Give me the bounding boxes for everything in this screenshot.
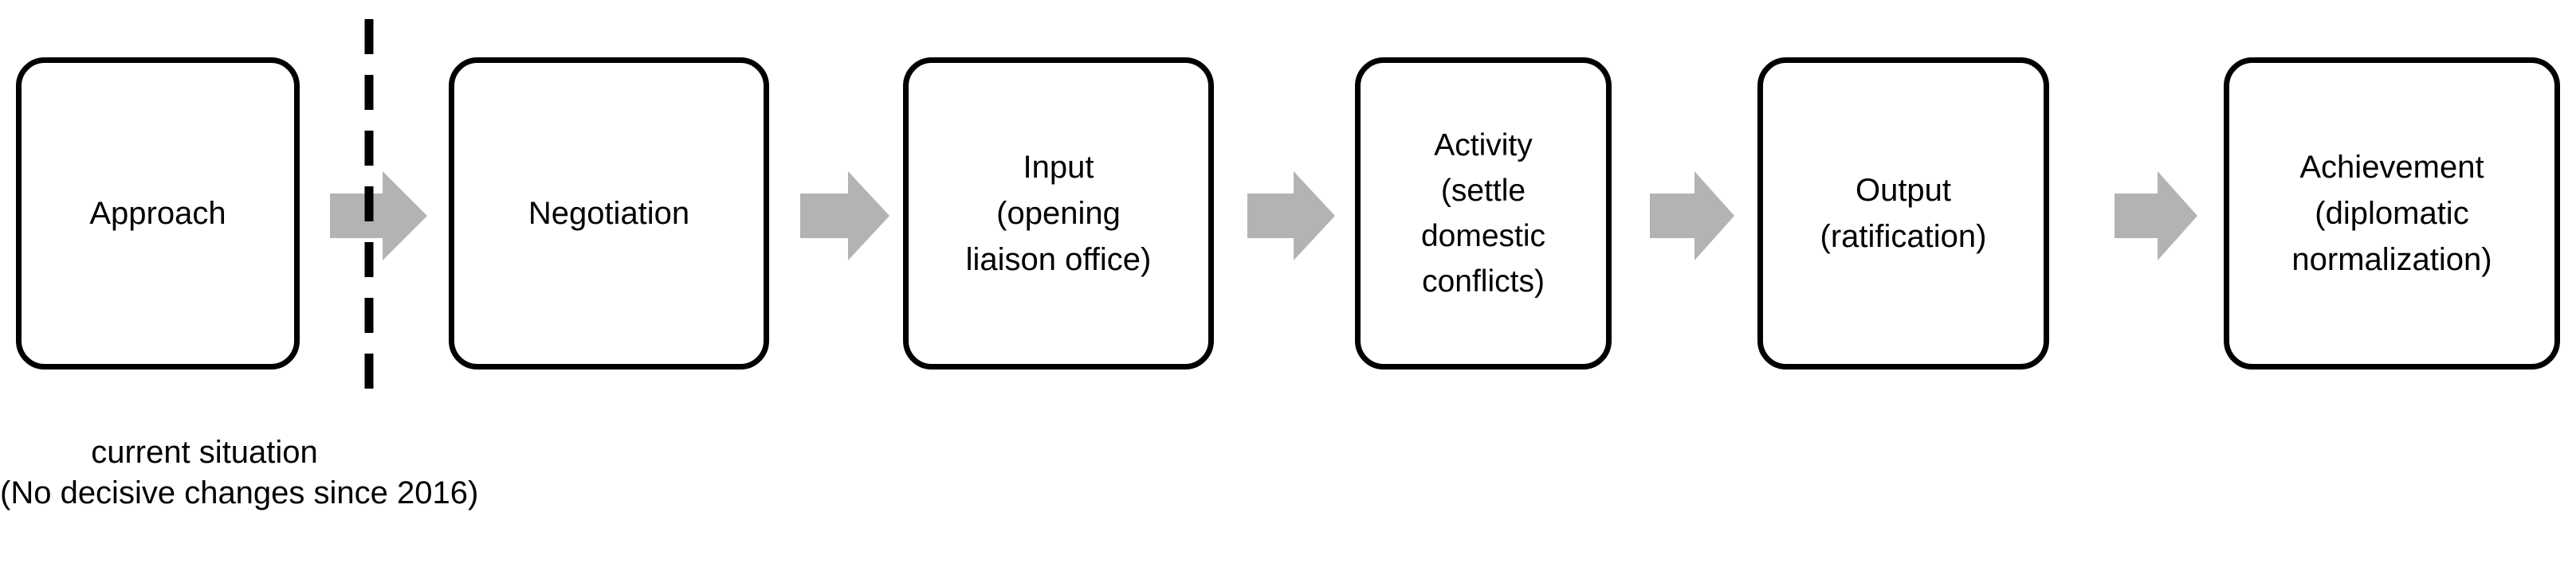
node-label-line: Achievement — [2299, 150, 2484, 185]
node-label-line: (settle — [1440, 174, 1526, 208]
process-node-activity[interactable]: Activity (settle domestic conflicts) — [1355, 57, 1612, 370]
arrow-input-to-activity — [1247, 171, 1335, 260]
arrow-output-to-achievement — [2115, 171, 2197, 260]
arrow-activity-to-output — [1650, 171, 1734, 260]
node-label-line: normalization) — [2291, 242, 2492, 277]
process-node-output[interactable]: Output (ratification) — [1757, 57, 2049, 370]
node-label-line: liaison office) — [965, 242, 1152, 277]
caption-line-1: current situation — [91, 435, 318, 470]
process-node-negotiation[interactable]: Negotiation — [449, 57, 769, 370]
node-label-line: Negotiation — [528, 196, 690, 231]
process-node-approach[interactable]: Approach — [16, 57, 300, 370]
node-label-line: Output — [1855, 173, 1952, 208]
node-label-line: Input — [1023, 150, 1094, 185]
arrow-approach-to-negotiation — [330, 171, 427, 260]
node-label-line: Approach — [89, 196, 226, 231]
arrow-negotiation-to-input — [800, 171, 889, 260]
process-node-input[interactable]: Input (opening liaison office) — [903, 57, 1214, 370]
node-label-line: conflicts) — [1422, 264, 1545, 299]
node-label-line: (diplomatic — [2315, 196, 2469, 231]
node-label-line: (opening — [996, 196, 1121, 231]
current-situation-divider — [363, 16, 375, 411]
node-label-line: domestic — [1420, 219, 1546, 253]
node-label-line: Activity — [1434, 128, 1533, 162]
divider-caption: current situation (No decisive changes s… — [0, 432, 479, 514]
process-node-achievement[interactable]: Achievement (diplomatic normalization) — [2224, 57, 2560, 370]
caption-line-2: (No decisive changes since 2016) — [0, 475, 479, 511]
node-label-line: (ratification) — [1820, 219, 1987, 254]
